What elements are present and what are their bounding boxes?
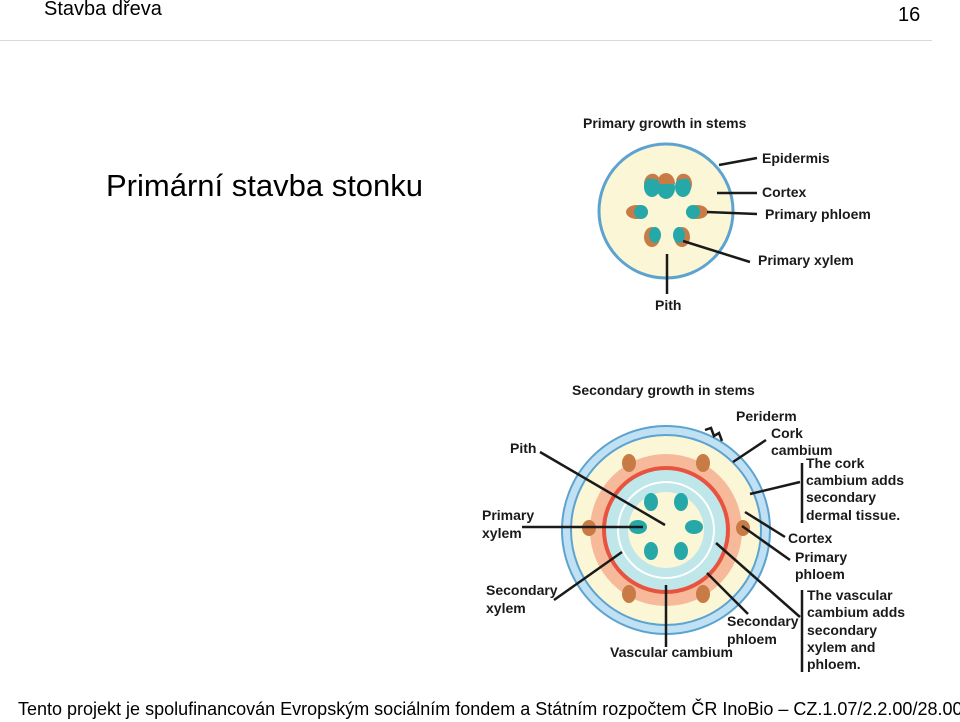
label-periderm: Periderm [736, 408, 797, 424]
label-primary-phloem-1: Primary [795, 549, 847, 565]
label-cork-cambium-1: Cork [771, 425, 803, 441]
label-epidermis: Epidermis [762, 150, 830, 166]
label-secondary-phloem-1: Secondary [727, 613, 799, 629]
bundle-xylem [675, 177, 691, 197]
label-secondary-xylem-1: Secondary [486, 582, 558, 598]
footer-funding-note: Tento projekt je spolufinancován Evropsk… [18, 699, 960, 720]
cork-note-line-4: dermal tissue. [806, 507, 900, 523]
label-secondary-phloem-2: phloem [727, 631, 777, 647]
vascular-note-line-4: xylem and [807, 639, 875, 655]
bundle-xylem [634, 205, 648, 219]
label-primary-xylem-1: Primary [482, 507, 534, 523]
cork-note-line-2: cambium adds [806, 472, 904, 488]
vascular-note-line-3: secondary [807, 622, 877, 638]
label-vascular-cambium: Vascular cambium [610, 644, 733, 660]
cork-note-line-3: secondary [806, 489, 876, 505]
secondary-growth-diagram: Secondary growth in stems [482, 382, 905, 672]
label-pith: Pith [655, 297, 681, 313]
bundle-xylem [644, 177, 660, 197]
primary-growth-diagram: Primary growth in stems [583, 115, 871, 313]
label-cortex-secondary: Cortex [788, 530, 833, 546]
secondary-diagram-title: Secondary growth in stems [572, 382, 755, 398]
label-cortex: Cortex [762, 184, 807, 200]
bundle-xylem [649, 227, 661, 243]
label-primary-phloem: Primary phloem [765, 206, 871, 222]
vascular-note-line-5: phloem. [807, 656, 861, 672]
primary-diagram-title: Primary growth in stems [583, 115, 747, 131]
label-secondary-xylem-2: xylem [486, 600, 526, 616]
label-pith-secondary: Pith [510, 440, 536, 456]
vascular-note-line-1: The vascular [807, 587, 893, 603]
label-primary-phloem-2: phloem [795, 566, 845, 582]
vascular-note-line-2: cambium adds [807, 604, 905, 620]
label-primary-xylem: Primary xylem [758, 252, 854, 268]
cork-note-line-1: The cork [806, 455, 865, 471]
label-primary-xylem-2: xylem [482, 525, 522, 541]
bundle-xylem [686, 205, 700, 219]
